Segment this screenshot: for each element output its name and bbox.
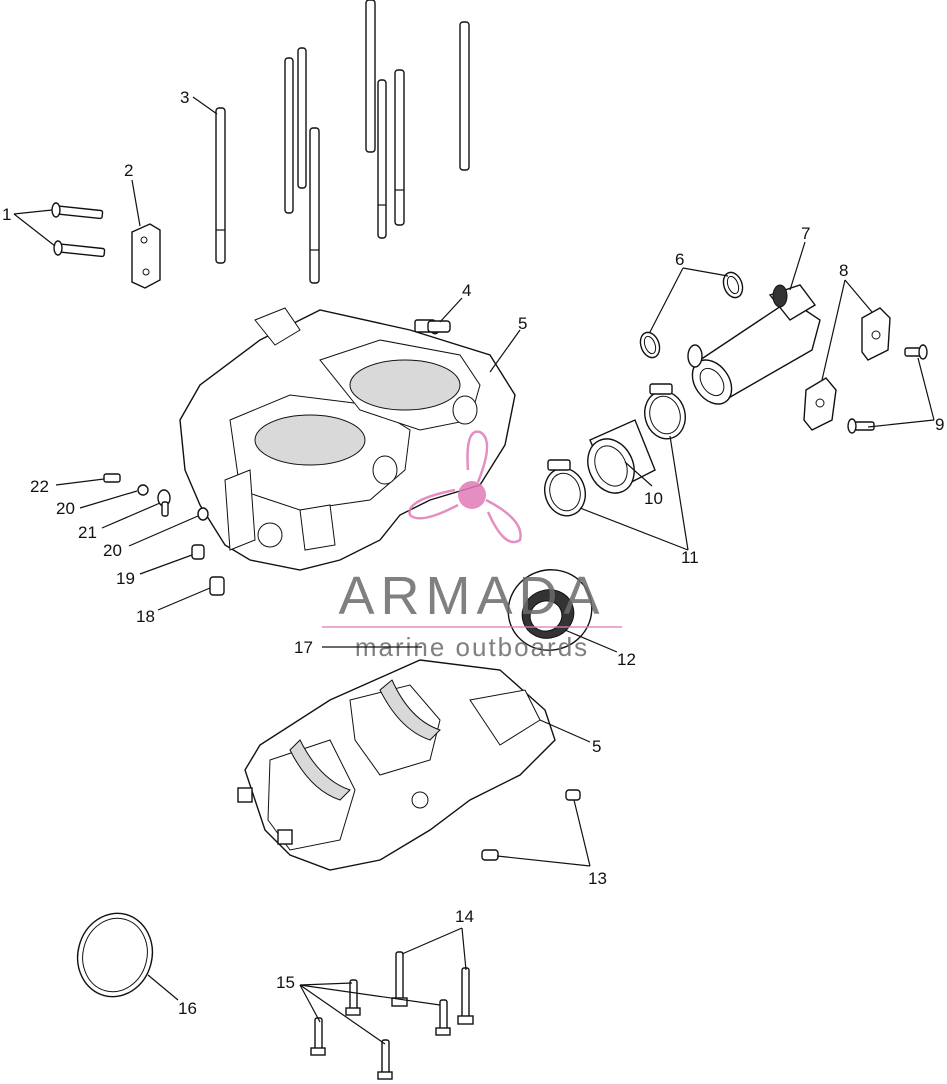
dowel-part-4: [427, 320, 451, 333]
leader-lines: [13, 96, 935, 1045]
small-hardware-parts-18-22: [103, 473, 225, 596]
bolts-part-1: [51, 202, 106, 258]
callout-2: 2: [124, 161, 133, 180]
callout-3: 3: [180, 88, 189, 107]
clamp-brackets-part-8: [803, 307, 891, 431]
callout-7: 7: [801, 224, 810, 243]
callout-14: 14: [455, 907, 474, 926]
callout-20a: 20: [56, 499, 75, 518]
callout-1: 1: [2, 205, 11, 224]
callout-12: 12: [617, 650, 636, 669]
callout-5-bottom: 5: [592, 737, 601, 756]
o-rings-part-6: [639, 271, 744, 359]
callout-9: 9: [935, 415, 944, 434]
callout-5-top: 5: [518, 314, 527, 333]
callout-4: 4: [462, 281, 471, 300]
callout-21: 21: [78, 523, 97, 542]
upper-crankcase: [179, 307, 516, 571]
callout-10: 10: [644, 489, 663, 508]
callout-16: 16: [178, 999, 197, 1018]
callout-20b: 20: [103, 541, 122, 560]
propeller-logo-icon: [408, 430, 522, 544]
callout-labels: 1 2 3 4 5 5 6 7 8 9 10 11 12 13 14 15 16…: [2, 88, 944, 1018]
retaining-ring-part-16: [76, 912, 154, 998]
cylinder-studs: [215, 0, 470, 284]
cover-plate-part-2: [131, 223, 161, 289]
callout-8: 8: [839, 261, 848, 280]
callout-17: 17: [294, 638, 313, 657]
callout-18: 18: [136, 607, 155, 626]
plugs-part-13: [481, 789, 581, 861]
callout-15: 15: [276, 973, 295, 992]
watermark-brand: ARMADA: [338, 566, 605, 626]
lower-crankcase: [237, 659, 556, 871]
callout-19: 19: [116, 569, 135, 588]
callout-11: 11: [681, 548, 699, 567]
screws-part-9: [847, 344, 928, 434]
oil-seal-part-12: [507, 569, 593, 651]
callout-22: 22: [30, 477, 49, 496]
hose-clamps-part-11: [544, 383, 686, 517]
callout-13: 13: [588, 869, 607, 888]
callout-6: 6: [675, 250, 684, 269]
bolts-part-14-15: [310, 951, 474, 1080]
water-pipe-part-7: [687, 284, 821, 405]
